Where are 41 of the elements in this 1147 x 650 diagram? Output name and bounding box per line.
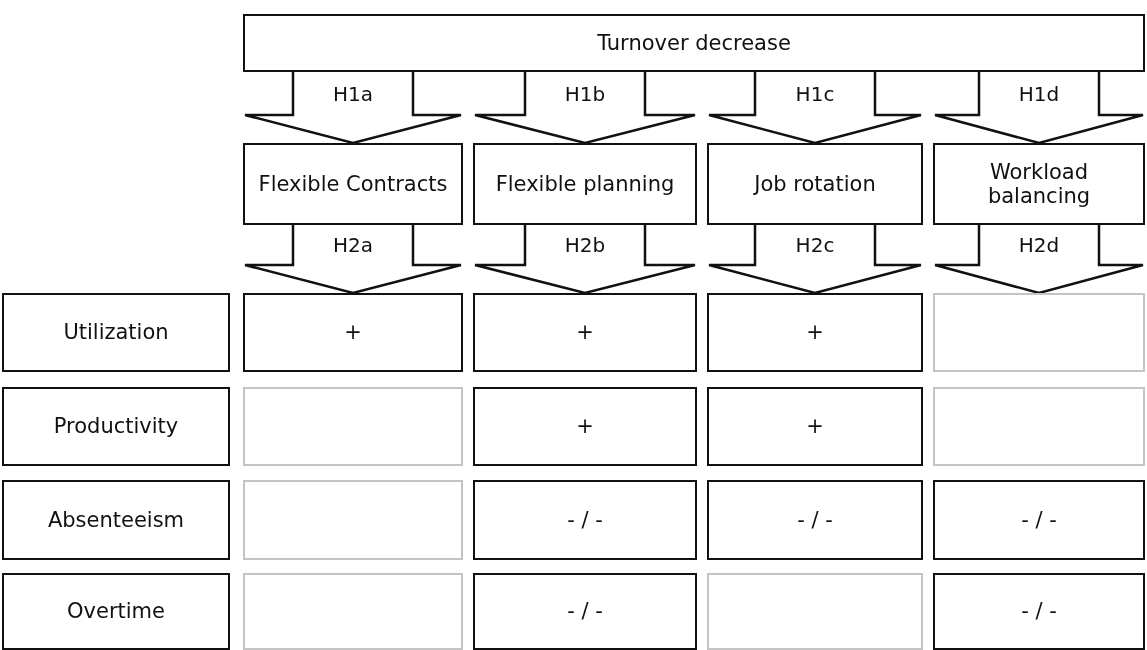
block-arrow	[933, 223, 1145, 295]
measure-box: Flexible Contracts	[243, 143, 463, 225]
effect-cell: +	[707, 293, 923, 372]
block-arrow	[707, 223, 923, 295]
measure-box: Workload balancing	[933, 143, 1145, 225]
empty-cell	[933, 293, 1145, 372]
effect-cell: - / -	[933, 573, 1145, 650]
row-header: Productivity	[2, 387, 230, 466]
effect-cell: - / -	[473, 480, 697, 560]
edge-label: H1d	[1018, 81, 1060, 106]
block-arrow	[473, 70, 697, 145]
block-arrow	[933, 70, 1145, 145]
block-arrow	[243, 70, 463, 145]
edge-label: H2c	[795, 233, 835, 257]
empty-cell	[243, 480, 463, 560]
heading-bar: Turnover decrease	[243, 14, 1145, 72]
edge-label: H1b	[564, 81, 606, 106]
empty-cell	[243, 573, 463, 650]
block-arrow	[707, 70, 923, 145]
empty-cell	[243, 387, 463, 466]
edge-label: H2d	[1018, 233, 1060, 257]
edge-label: H2a	[333, 233, 373, 257]
block-arrow	[473, 223, 697, 295]
empty-cell	[933, 387, 1145, 466]
block-arrow	[243, 223, 463, 295]
effect-cell: +	[473, 387, 697, 466]
effect-cell: - / -	[933, 480, 1145, 560]
edge-label: H2b	[564, 233, 606, 257]
edge-label: H1c	[795, 81, 835, 106]
measure-box: Job rotation	[707, 143, 923, 225]
effect-cell: - / -	[707, 480, 923, 560]
row-header: Absenteeism	[2, 480, 230, 560]
effect-cell: +	[707, 387, 923, 466]
empty-cell	[707, 573, 923, 650]
effect-cell: - / -	[473, 573, 697, 650]
measure-box: Flexible planning	[473, 143, 697, 225]
effect-cell: +	[243, 293, 463, 372]
edge-label: H1a	[333, 81, 373, 106]
effect-cell: +	[473, 293, 697, 372]
row-header: Overtime	[2, 573, 230, 650]
row-header: Utilization	[2, 293, 230, 372]
